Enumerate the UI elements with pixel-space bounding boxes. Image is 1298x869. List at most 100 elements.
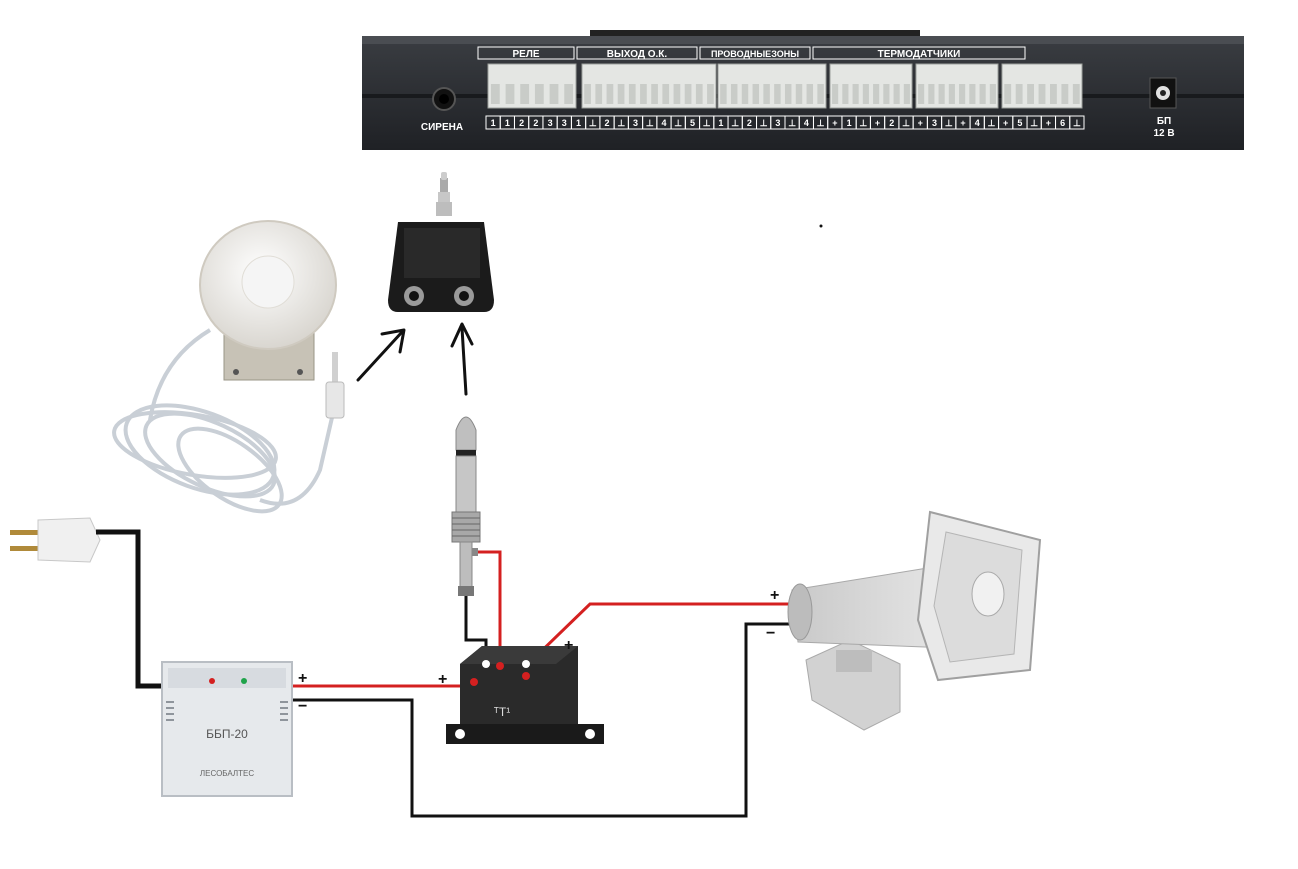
terminal-slot[interactable]: [774, 84, 781, 104]
psu-model: ББП-20: [206, 727, 248, 741]
terminal-slot[interactable]: [752, 84, 760, 104]
terminal-slot[interactable]: [1027, 84, 1034, 104]
arrow-siren-to-adapter: [356, 328, 406, 382]
terminal-slot[interactable]: [903, 84, 910, 104]
terminal-slot[interactable]: [695, 84, 703, 104]
audio-splitter-adapter: [388, 172, 494, 312]
power-supply-unit: ББП-20 ЛЕСОБАЛТЕС: [161, 661, 293, 797]
pin-label: ⊥: [703, 118, 711, 128]
terminal-slot[interactable]: [549, 84, 559, 104]
power-jack[interactable]: [1149, 77, 1177, 109]
terminal-blocks: [487, 63, 1083, 109]
terminal-slot[interactable]: [817, 84, 824, 104]
pin-label: ⊥: [617, 118, 625, 128]
indoor-siren: [112, 220, 345, 514]
terminal-slot[interactable]: [989, 84, 996, 104]
pin-cell: [1069, 115, 1085, 130]
siren-jack-label: СИРЕНА: [421, 122, 463, 133]
psu-brand: ЛЕСОБАЛТЕС: [200, 769, 254, 778]
terminal-slot[interactable]: [1015, 84, 1023, 104]
pin-label: 2: [605, 118, 610, 128]
terminal-slot[interactable]: [1050, 84, 1057, 104]
horn-plus-label: +: [770, 587, 779, 604]
arrow-relay-to-adapter: [450, 322, 474, 396]
pin-label: 6: [1060, 118, 1065, 128]
terminal-slot[interactable]: [628, 84, 636, 104]
mains-cable: [96, 529, 166, 689]
terminal-slot[interactable]: [893, 84, 900, 104]
terminal-slot[interactable]: [883, 84, 890, 104]
group-ok-output-label: ВЫХОД О.К.: [607, 49, 668, 60]
terminal-slot[interactable]: [584, 84, 591, 104]
pin-label: 3: [775, 118, 780, 128]
terminal-slot[interactable]: [520, 84, 530, 104]
terminal-slot[interactable]: [662, 84, 670, 104]
terminal-slot[interactable]: [873, 84, 880, 104]
terminal-slot[interactable]: [505, 84, 515, 104]
horn-siren: [787, 510, 1042, 731]
terminal-slot[interactable]: [806, 84, 814, 104]
pin-label: +: [832, 118, 837, 128]
pin-label: 5: [690, 118, 695, 128]
pin-label: 3: [633, 118, 638, 128]
pin-label: 2: [533, 118, 538, 128]
pin-label: 4: [975, 118, 980, 128]
terminal-slot[interactable]: [969, 84, 976, 104]
terminal-slot[interactable]: [595, 84, 603, 104]
pin-label: 5: [1017, 118, 1022, 128]
group-thermo-label: ТЕРМОДАТЧИКИ: [878, 49, 961, 60]
terminal-slot[interactable]: [842, 84, 849, 104]
pin-label: ⊥: [1030, 118, 1038, 128]
terminal-slot[interactable]: [763, 84, 770, 104]
pin-label: 3: [548, 118, 553, 128]
terminal-slot[interactable]: [959, 84, 966, 104]
terminal-slot[interactable]: [684, 84, 692, 104]
pin-label: 4: [804, 118, 809, 128]
terminal-slot[interactable]: [640, 84, 647, 104]
terminal-slot[interactable]: [564, 84, 574, 104]
terminal-slot[interactable]: [948, 84, 955, 104]
terminal-slot[interactable]: [1004, 84, 1012, 104]
siren-jack[interactable]: [432, 87, 456, 111]
terminal-slot[interactable]: [1038, 84, 1046, 104]
relay: ᵀT¹: [446, 646, 604, 744]
pin-label: ⊥: [674, 118, 682, 128]
terminal-slot[interactable]: [784, 84, 792, 104]
terminal-slot[interactable]: [606, 84, 614, 104]
power-jack-label-top: БП: [1157, 116, 1171, 127]
pin-label: +: [875, 118, 880, 128]
power-jack-label-bottom: 12 В: [1153, 128, 1174, 139]
pin-label: 3: [562, 118, 567, 128]
terminal-slot[interactable]: [928, 84, 935, 104]
pin-label: ⊥: [1073, 118, 1081, 128]
terminal-slot[interactable]: [673, 84, 681, 104]
pin-label: ⊥: [589, 118, 597, 128]
terminal-slot[interactable]: [651, 84, 658, 104]
terminal-slot[interactable]: [938, 84, 945, 104]
terminal-slot[interactable]: [979, 84, 986, 104]
pin-label: 2: [747, 118, 752, 128]
terminal-slot[interactable]: [1072, 84, 1080, 104]
terminal-slot[interactable]: [918, 84, 925, 104]
terminal-slot[interactable]: [852, 84, 859, 104]
terminal-slot[interactable]: [617, 84, 625, 104]
pin-label: ⊥: [646, 118, 654, 128]
pin-label: ⊥: [788, 118, 796, 128]
terminal-slot[interactable]: [795, 84, 803, 104]
terminal-slot[interactable]: [534, 84, 544, 104]
group-relay-label: РЕЛЕ: [512, 49, 539, 60]
terminal-slot[interactable]: [490, 84, 500, 104]
pin-label: ⊥: [859, 118, 867, 128]
terminal-slot[interactable]: [730, 84, 738, 104]
terminal-slot[interactable]: [1061, 84, 1069, 104]
pin-label: ⊥: [902, 118, 910, 128]
relay-brand: ᵀT¹: [494, 705, 511, 719]
pin-label: 1: [505, 118, 510, 128]
terminal-slot[interactable]: [707, 84, 714, 104]
terminal-slot[interactable]: [741, 84, 749, 104]
terminal-slot[interactable]: [832, 84, 839, 104]
terminal-slot[interactable]: [862, 84, 869, 104]
terminal-slot[interactable]: [720, 84, 727, 104]
psu-minus-label: −: [298, 698, 307, 715]
